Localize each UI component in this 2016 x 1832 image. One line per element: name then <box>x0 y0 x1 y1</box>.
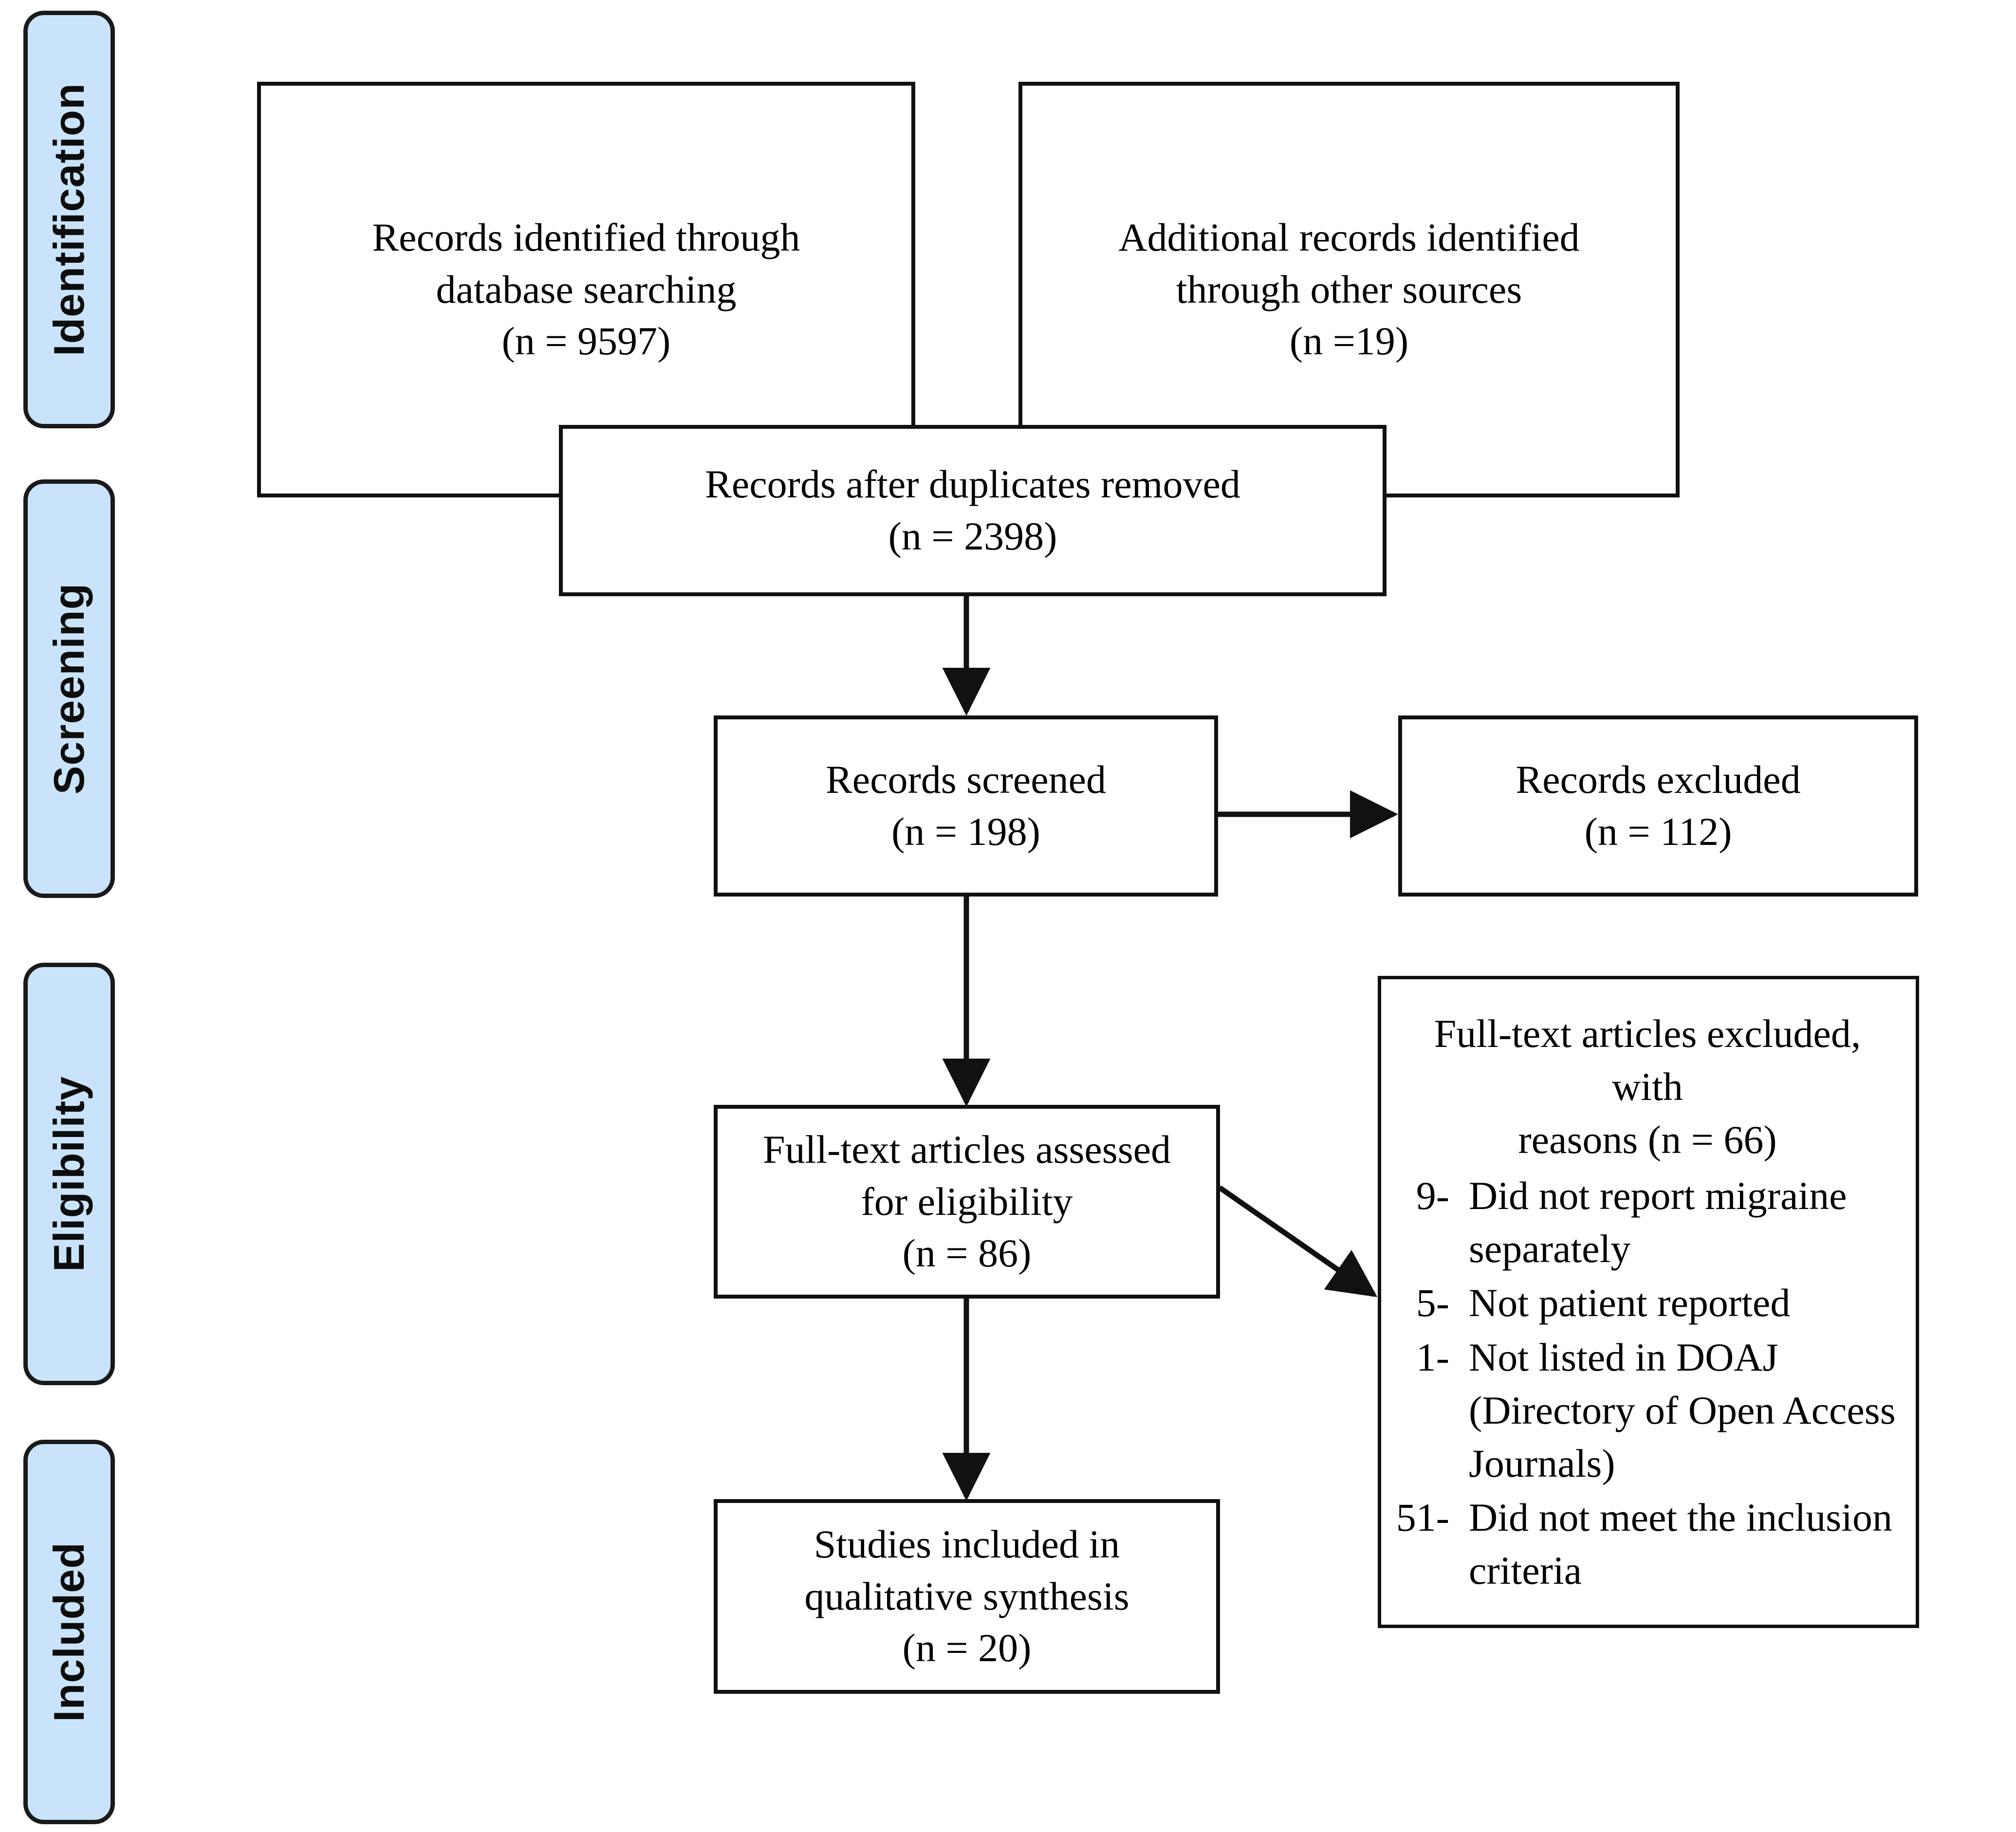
stage-label-included: Included <box>45 1542 93 1722</box>
box-fulltext-articles-excluded-with-reasons: Full-text articles excluded, with reason… <box>1378 976 1919 1628</box>
reason-text-4: Did not meet the inclusion criteria <box>1469 1495 1892 1593</box>
box-other-sources-count: (n =19) <box>1289 319 1409 364</box>
box-duplicates-line1: Records after duplicates removed <box>705 462 1240 507</box>
box-fulltext-assessed-line1: Full-text articles assessed <box>762 1127 1171 1172</box>
stage-label-identification: Identification <box>45 83 93 356</box>
box-other-sources-line1: Additional records identified <box>1118 215 1580 260</box>
reason-text-3: Not listed in DOAJ (Directory of Open Ac… <box>1469 1335 1896 1485</box>
stage-pill-screening: Screening <box>23 479 115 898</box>
box-screened-count: (n = 198) <box>891 809 1040 854</box>
box-other-sources-line2: through other sources <box>1176 267 1522 311</box>
box-records-excluded: Records excluded (n = 112) <box>1398 715 1918 897</box>
reason-list-item: 5- Not patient reported <box>1396 1276 1899 1329</box>
reason-list-item: 51- Did not meet the inclusion criteria <box>1396 1491 1899 1597</box>
box-studies-included-line1: Studies included in <box>814 1522 1120 1567</box>
reason-list-item: 1- Not listed in DOAJ (Directory of Open… <box>1396 1331 1899 1490</box>
reason-text-1: Did not report migraine separately <box>1469 1173 1847 1271</box>
reason-count-4: 51- <box>1396 1495 1449 1539</box>
stage-pill-eligibility: Eligibility <box>23 963 115 1385</box>
box-studies-included-count: (n = 20) <box>902 1626 1032 1670</box>
box-records-excluded-count: (n = 112) <box>1584 809 1732 854</box>
box-studies-included-line2: qualitative synthesis <box>804 1574 1129 1618</box>
box-studies-included-qualitative-synthesis: Studies included in qualitative synthesi… <box>714 1499 1220 1694</box>
box-fulltext-assessed-count: (n = 86) <box>902 1231 1032 1276</box>
box-records-screened: Records screened (n = 198) <box>714 715 1218 897</box>
reasons-heading: Full-text articles excluded, with reason… <box>1396 1007 1899 1166</box>
connector-fulltext-to-excluded <box>1218 1185 1378 1298</box>
box-fulltext-assessed-for-eligibility: Full-text articles assessed for eligibil… <box>714 1105 1220 1299</box>
stage-label-screening: Screening <box>45 583 93 795</box>
box-records-after-duplicates-removed: Records after duplicates removed (n = 23… <box>559 425 1387 596</box>
stage-pill-identification: Identification <box>23 11 115 428</box>
box-fulltext-assessed-line2: for eligibility <box>861 1179 1073 1224</box>
box-db-search-line2: database searching <box>436 267 737 311</box>
box-records-excluded-line1: Records excluded <box>1516 757 1801 802</box>
box-db-search-count: (n = 9597) <box>501 319 671 364</box>
reason-count-1: 9- <box>1416 1173 1449 1218</box>
reason-count-3: 1- <box>1416 1335 1449 1379</box>
reason-list-item: 9- Did not report migraine separately <box>1396 1169 1899 1275</box>
reasons-heading-line2: reasons (n = 66) <box>1518 1118 1777 1162</box>
reasons-heading-line1: Full-text articles excluded, with <box>1434 1011 1861 1109</box>
stage-label-eligibility: Eligibility <box>45 1076 93 1272</box>
box-screened-line1: Records screened <box>825 757 1106 802</box>
stage-pill-included: Included <box>23 1440 115 1824</box>
reason-count-2: 5- <box>1416 1281 1449 1325</box>
box-db-search-line1: Records identified through <box>372 215 800 260</box>
reason-text-2: Not patient reported <box>1469 1281 1791 1325</box>
box-duplicates-count: (n = 2398) <box>888 514 1057 558</box>
